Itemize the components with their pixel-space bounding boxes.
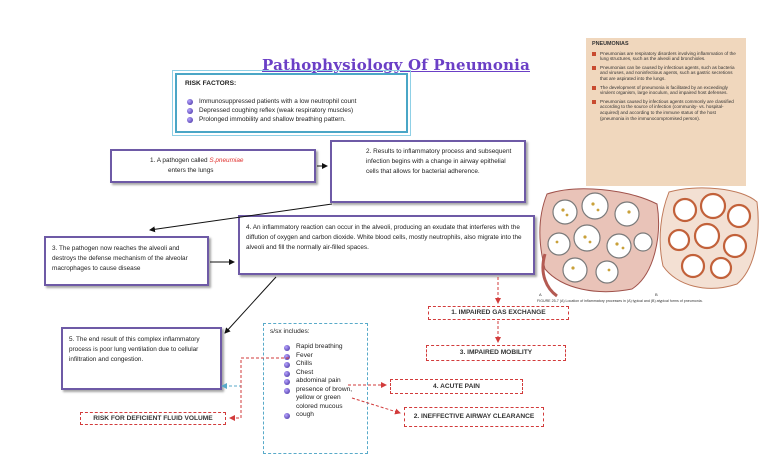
arrow-to-fluid-volume [229,357,289,421]
risk-factors-heading: RISK FACTORS: [185,80,237,87]
impaired-mobility-box: 3. IMPAIRED MOBILITY [426,345,566,361]
page-title: Pathophysiology Of Pneumonia [262,56,530,74]
label-a: A [539,292,542,297]
figure-caption: FIGURE 25-7 (A) Location of inflammatory… [537,299,703,303]
panel-item: The development of pneumonia is facilita… [592,85,740,96]
step-1-box: 1. A pathogen called S.pneumiae enters t… [110,149,316,183]
arrow-symptoms-to-step5 [221,357,289,389]
signs-symptoms-list: Rapid breathing Fever Chills Chest abdom… [270,343,361,420]
step-3-text: 3. The pathogen now reaches the alveoli … [52,245,188,272]
atypical-pneumonia-illustration [659,187,759,289]
step-5-box: 5. The end result of this complex inflam… [61,327,222,390]
risk-factors-box: RISK FACTORS: Immunosuppressed patients … [172,70,411,136]
risk-factors-list: Immunosuppressed patients with a low neu… [185,97,398,124]
impaired-gas-exchange-box: 1. IMPAIRED GAS EXCHANGE [428,306,569,320]
risk-factor-item: Immunosuppressed patients with a low neu… [185,97,398,106]
symptom-item: Rapid breathing [282,343,361,352]
typical-pneumonia-illustration [539,188,660,298]
risk-factor-item: Prolonged immobility and shallow breathi… [185,115,398,124]
symptom-item: Chest [282,369,361,378]
alveoli-illustrations: A B [539,187,759,298]
label-b: B [655,292,658,297]
signs-symptoms-heading: s/sx includes: [270,328,310,335]
symptom-item: Fever [282,352,361,361]
arrow-airway [351,397,401,415]
panel-item: Pneumonias are respiratory disorders inv… [592,51,740,62]
acute-pain-box: 4. ACUTE PAIN [390,379,523,394]
ineffective-airway-clearance-box: 2. INEFFECTIVE AIRWAY CLEARANCE [404,407,544,427]
symptom-item: presence of brown, yellow or green color… [282,386,358,412]
step-2-box: 2. Results to inflammatory process and s… [330,140,526,203]
step-1-pathogen: S.pneumiae [209,157,244,164]
pneumonias-info-panel: PNEUMONIAS Pneumonias are respiratory di… [586,38,746,186]
step-3-box: 3. The pathogen now reaches the alveoli … [44,236,209,286]
panel-item: Pneumonias can be caused by infectious a… [592,65,740,82]
step-4-box: 4. An inflammatory reaction can occur in… [238,215,535,275]
arrow-4-to-5 [224,276,277,334]
risk-deficient-fluid-volume-box: RISK FOR DEFICIENT FLUID VOLUME [80,412,226,425]
step-5-text: 5. The end result of this complex inflam… [69,336,200,363]
arrow-2-to-3 [149,203,333,233]
step-1-suffix: enters the lungs [168,167,214,174]
symptom-item: Chills [282,360,361,369]
panel-heading: PNEUMONIAS [592,41,629,47]
panel-item: Pneumonias caused by infectious agents c… [592,99,740,121]
signs-symptoms-box: s/sx includes: Rapid breathing Fever Chi… [263,323,368,454]
step-1-prefix: 1. A pathogen called [150,157,210,164]
step-4-text: 4. An inflammatory reaction can occur in… [246,224,522,251]
risk-factor-item: Depressed coughing reflex (weak respirat… [185,106,398,115]
step-2-text: 2. Results to inflammatory process and s… [366,148,512,175]
symptom-item: abdominal pain [282,377,361,386]
symptom-item: cough [282,411,361,420]
